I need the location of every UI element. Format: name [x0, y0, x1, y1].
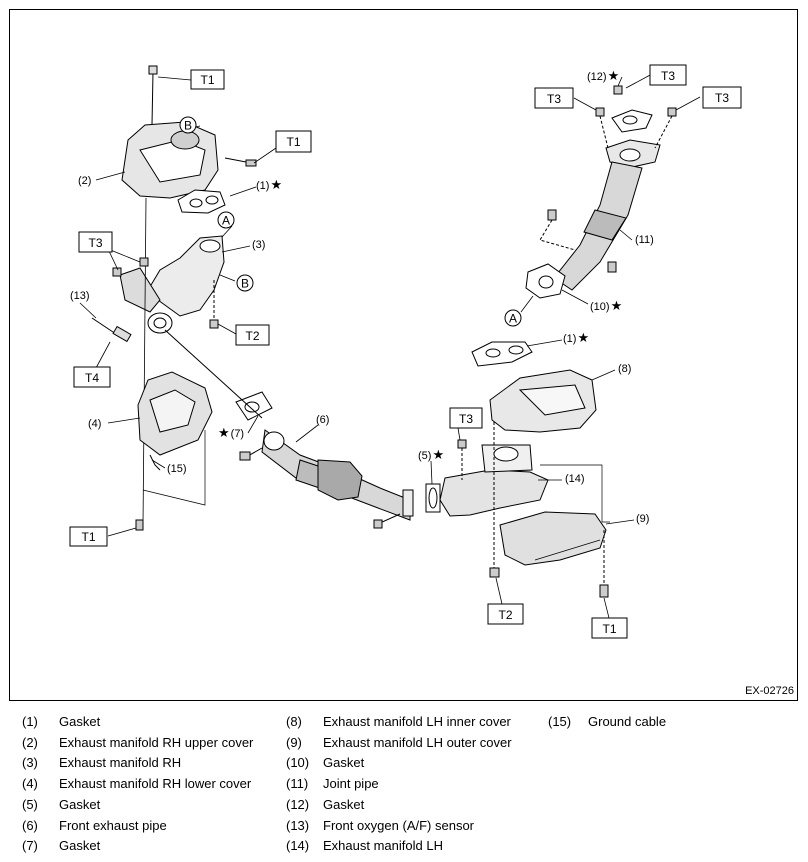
legend-num: (8) — [286, 714, 302, 729]
legend-text: Exhaust manifold RH upper cover — [59, 735, 254, 750]
legend-num: (4) — [22, 776, 38, 791]
legend-text: Exhaust manifold RH — [59, 755, 182, 770]
torque-labels: T1 T1 T1 T1 T2 T2 T3 T3 T3 T3 T3 T4 — [69, 64, 742, 639]
svg-text:T1: T1 — [200, 73, 214, 87]
legend-num: (12) — [286, 797, 310, 812]
rh-manifold — [147, 235, 225, 317]
svg-text:T1: T1 — [602, 622, 616, 636]
legend-text: Front exhaust pipe — [59, 818, 167, 833]
callout-13: (13) — [70, 290, 90, 302]
torque-box: T3 — [649, 64, 687, 86]
callout-8: (8) — [618, 363, 631, 375]
svg-text:T2: T2 — [498, 608, 512, 622]
lh-gasket — [471, 341, 533, 367]
torque-box: T3 — [702, 86, 742, 109]
front-exhaust-pipe — [239, 429, 414, 529]
svg-text:T1: T1 — [286, 135, 300, 149]
lh-outer-cover — [499, 511, 607, 566]
legend-num: (1) — [22, 714, 38, 729]
legend-text: Gasket — [59, 714, 101, 729]
callout-12: (12)★ — [587, 68, 619, 83]
view-marker: B — [236, 274, 254, 292]
legend-text: Gasket — [323, 755, 365, 770]
callout-1: (1)★ — [256, 177, 282, 192]
svg-text:T3: T3 — [715, 91, 729, 105]
part-callouts: (1)★ (2) (3) (4) (5)★ (6) ★(7) (8) (9) (… — [70, 68, 654, 525]
lh-side-assembly — [425, 341, 610, 598]
callout-5: (5)★ — [418, 447, 444, 462]
legend-num: (5) — [22, 797, 38, 812]
view-markers: A A B B — [179, 116, 522, 327]
svg-text:B: B — [241, 277, 249, 291]
leader-lines — [79, 73, 701, 619]
legend-text: Exhaust manifold LH outer cover — [323, 735, 512, 750]
diagram-frame — [9, 9, 798, 701]
torque-box: T1 — [190, 69, 225, 90]
callout-15: (15) — [167, 463, 187, 475]
callout-1: (1)★ — [563, 330, 589, 345]
torque-box: T3 — [78, 231, 113, 253]
legend-num: (7) — [22, 838, 38, 853]
joint-pipe-assembly — [525, 85, 677, 299]
torque-box: T3 — [534, 87, 574, 109]
rh-side-assembly — [91, 65, 273, 531]
legend-text: Exhaust manifold LH inner cover — [323, 714, 511, 729]
view-marker: A — [504, 309, 522, 327]
legend-num: (14) — [286, 838, 310, 853]
callout-3: (3) — [252, 239, 265, 251]
torque-box: T1 — [591, 617, 628, 639]
callout-9: (9) — [636, 513, 649, 525]
callout-10: (10)★ — [590, 298, 622, 313]
legend-text: Exhaust manifold RH lower cover — [59, 776, 252, 791]
legend-text: Gasket — [59, 797, 101, 812]
callout-6: (6) — [316, 414, 329, 426]
svg-text:B: B — [184, 119, 192, 133]
svg-text:T3: T3 — [661, 69, 675, 83]
torque-box: T3 — [449, 407, 483, 429]
callout-2: (2) — [78, 175, 91, 187]
view-marker: A — [217, 211, 235, 229]
svg-text:T4: T4 — [85, 371, 99, 385]
callout-7: ★(7) — [218, 425, 244, 440]
svg-text:T2: T2 — [245, 329, 259, 343]
legend-text: Exhaust manifold LH — [323, 838, 443, 853]
legend-num: (3) — [22, 755, 38, 770]
legend-num: (6) — [22, 818, 38, 833]
svg-text:A: A — [509, 312, 517, 326]
callout-4: (4) — [88, 418, 101, 430]
legend-num: (9) — [286, 735, 302, 750]
svg-text:T3: T3 — [547, 92, 561, 106]
torque-box: T4 — [73, 366, 111, 388]
legend-text: Gasket — [59, 838, 101, 853]
ground-cable — [149, 454, 161, 471]
legend-num: (15) — [548, 714, 572, 729]
legend-num: (2) — [22, 735, 38, 750]
legend-text: Gasket — [323, 797, 365, 812]
torque-box: T2 — [487, 603, 524, 625]
legend-text: Ground cable — [588, 714, 667, 729]
legend-text: Joint pipe — [323, 776, 379, 791]
callout-14: (14) — [565, 473, 585, 485]
torque-box: T1 — [69, 526, 108, 547]
torque-box: T2 — [235, 324, 270, 346]
legend-text: Front oxygen (A/F) sensor — [323, 818, 474, 833]
figure-code: EX-02726 — [745, 685, 794, 697]
legend-num: (11) — [286, 776, 309, 791]
callout-11: (11) — [635, 234, 654, 246]
torque-box: T1 — [275, 130, 312, 153]
view-marker: B — [179, 116, 197, 134]
legend-num: (13) — [286, 818, 310, 833]
svg-text:T1: T1 — [81, 530, 95, 544]
legend-num: (10) — [286, 755, 310, 770]
svg-text:T3: T3 — [88, 236, 102, 250]
svg-text:T3: T3 — [459, 412, 473, 426]
svg-text:A: A — [222, 214, 230, 228]
